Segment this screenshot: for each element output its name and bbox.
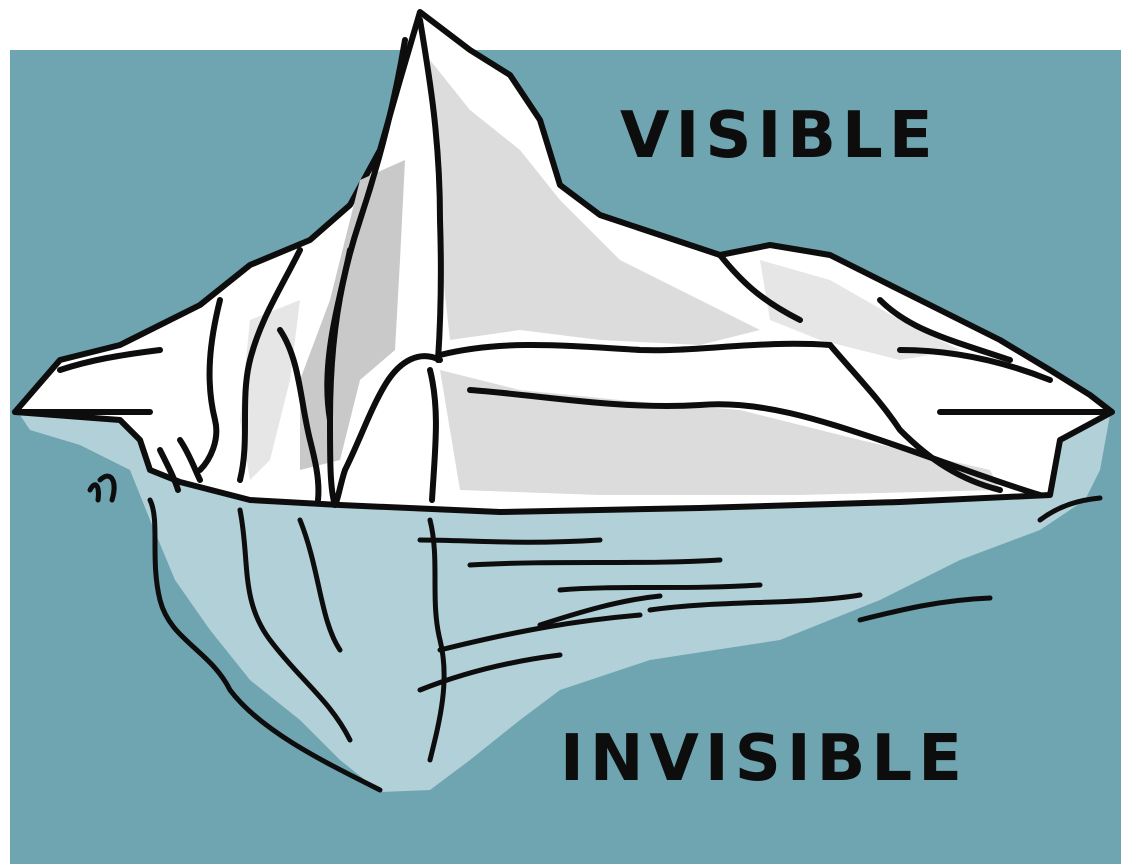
visible-label: VISIBLE [620,99,939,173]
invisible-label: INVISIBLE [560,722,968,796]
